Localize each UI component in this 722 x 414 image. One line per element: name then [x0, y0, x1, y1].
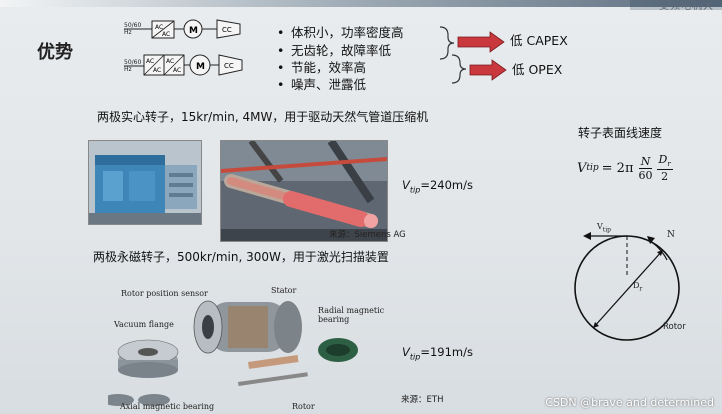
label-vtip: Vtip	[597, 222, 611, 234]
svg-text:M: M	[196, 62, 205, 72]
svg-text:AC: AC	[166, 58, 174, 65]
row2-diagram: 50/60 Hz AC AC AC AC M CC	[124, 54, 243, 76]
exploded-view-illustration	[108, 300, 358, 406]
svg-text:Hz: Hz	[124, 29, 132, 36]
label-vacuum-flange: Vacuum flange	[114, 320, 174, 329]
feature-item: •噪声、泄露低	[277, 77, 367, 92]
label-radial-magnetic-bearing: Radial magnetic bearing	[318, 306, 385, 324]
formula-title: 转子表面线速度	[578, 126, 663, 140]
arrow-capex	[457, 31, 505, 53]
feature-item: •节能，效率高	[277, 60, 367, 75]
svg-text:AC: AC	[173, 67, 181, 74]
vtip-value-2: Vtip=191m/s	[402, 345, 473, 362]
label-dr: Dr	[633, 281, 643, 293]
drive-system-diagram: 50/60 Hz AC AC M CC 50/60 Hz AC AC AC AC	[124, 19, 243, 76]
label-rotor-position-sensor: Rotor position sensor	[121, 289, 208, 298]
row2-compressor	[218, 54, 243, 76]
svg-text:Hz: Hz	[124, 66, 132, 73]
fraction-n-60: N 60	[638, 154, 653, 182]
svg-text:AC: AC	[162, 31, 170, 38]
row1-supply-label: 50/60	[124, 22, 141, 29]
photo-caption-siemens: 来源：Siemens AG	[329, 230, 406, 240]
outcome-opex: 低 OPEX	[512, 62, 563, 77]
row2-supply-label: 50/60	[124, 59, 141, 66]
label-n: N	[667, 230, 675, 240]
outcome-arrows	[439, 26, 507, 84]
brace-1	[439, 26, 455, 60]
feature-item: •无齿轮，故障率低	[277, 43, 392, 58]
brace-2	[451, 54, 467, 84]
section-title: 优势	[37, 42, 73, 63]
svg-text:M: M	[189, 26, 198, 36]
header-band	[630, 0, 722, 10]
label-rotor-diagram: Rotor	[663, 322, 686, 332]
source-eth: 来源：ETH	[401, 395, 444, 405]
motor-photo	[88, 140, 202, 225]
label-axial-magnetic-bearing: Axial magnetic bearing	[120, 402, 215, 411]
arrow-opex	[469, 59, 507, 81]
svg-text:AC: AC	[155, 24, 163, 31]
row1-diagram: 50/60 Hz AC AC M CC	[124, 19, 241, 39]
top-divider	[0, 0, 722, 7]
outcome-capex: 低 CAPEX	[510, 33, 568, 48]
label-rotor: Rotor	[292, 402, 315, 411]
feature-item: •体积小，功率密度高	[277, 25, 404, 40]
example1-heading: 两极实心转子，15kr/min, 4MW，用于驱动天然气管道压缩机	[97, 110, 429, 124]
header-corner-text: 变频电机大	[659, 1, 714, 12]
svg-text:CC: CC	[222, 26, 232, 34]
rotor-diagram	[574, 232, 680, 341]
example2-heading: 两极永磁转子，500kr/min, 300W，用于激光扫描装置	[93, 250, 389, 264]
vtip-value-1: Vtip=240m/s	[402, 178, 473, 195]
fraction-dr-2: Dr 2	[656, 153, 673, 183]
rotor-photo	[220, 140, 388, 242]
label-stator: Stator	[271, 286, 297, 295]
svg-text:AC: AC	[146, 58, 154, 65]
svg-text:CC: CC	[224, 62, 234, 70]
csdn-watermark: CSDN @brave and determined	[545, 396, 714, 409]
svg-text:AC: AC	[153, 67, 161, 74]
row1-compressor	[216, 19, 241, 39]
